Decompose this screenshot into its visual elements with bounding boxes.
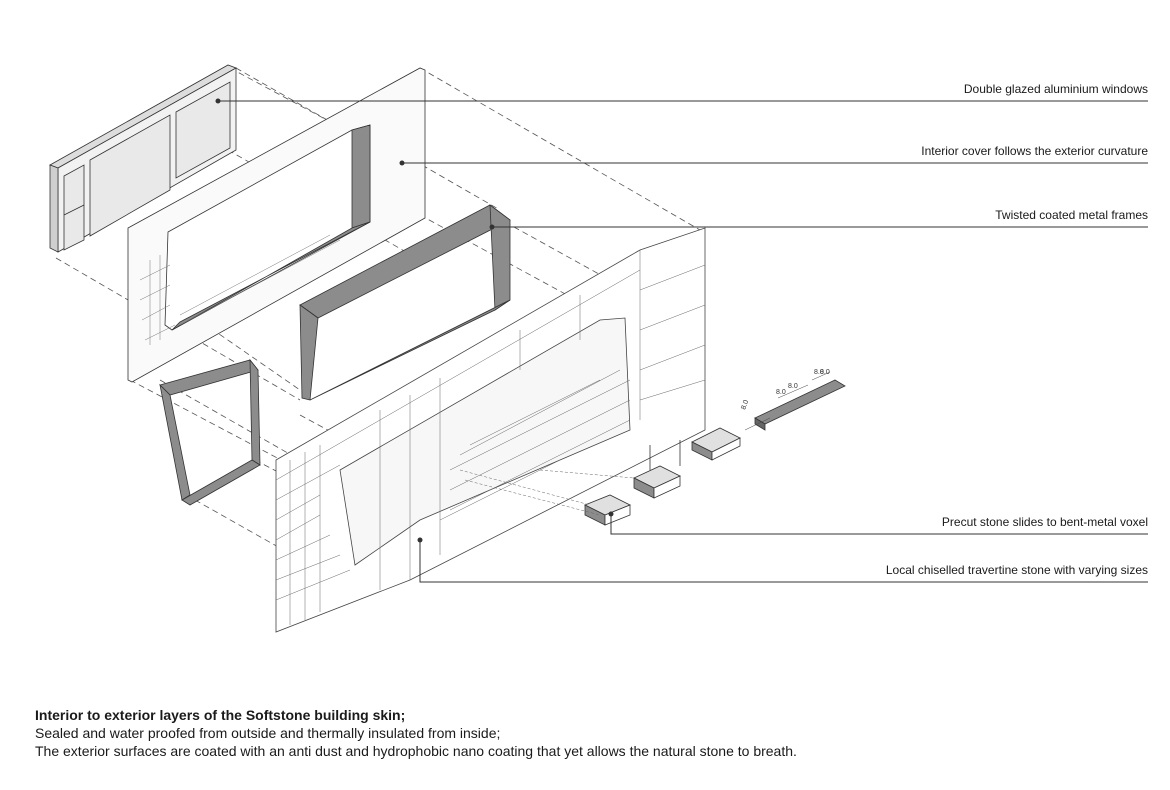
leader-dots — [215, 98, 614, 543]
twisted-metal-frame-lower — [159, 358, 261, 506]
callout-travertine-stone: Local chiselled travertine stone with va… — [885, 563, 1148, 577]
callout-windows: Double glazed aluminium windows — [963, 82, 1148, 96]
callout-metal-frames: Twisted coated metal frames — [995, 208, 1148, 222]
dimension-marks — [744, 371, 831, 431]
dimension-label-3: 8.0 — [788, 383, 798, 390]
dimension-label-2: 8.0 — [776, 389, 786, 396]
double-glazed-window — [49, 64, 237, 253]
caption-line-2: The exterior surfaces are coated with an… — [35, 743, 797, 759]
stone-pieces — [459, 379, 846, 526]
callout-interior-cover: Interior cover follows the exterior curv… — [921, 144, 1148, 158]
interior-cover — [127, 67, 426, 383]
travertine-stone-wall — [275, 227, 706, 633]
dimension-label-5: 8.0 — [820, 369, 830, 376]
caption-title: Interior to exterior layers of the Softs… — [35, 707, 406, 723]
caption: Interior to exterior layers of the Softs… — [35, 706, 797, 760]
callout-precut-stone: Precut stone slides to bent-metal voxel — [941, 515, 1148, 529]
dimension-label-1: 8.0 — [740, 399, 750, 411]
caption-line-1: Sealed and water proofed from outside an… — [35, 725, 501, 741]
twisted-metal-frame-upper — [299, 204, 511, 401]
dimension-label-4: 8.0 — [814, 369, 824, 376]
leader-lines — [218, 100, 1148, 583]
